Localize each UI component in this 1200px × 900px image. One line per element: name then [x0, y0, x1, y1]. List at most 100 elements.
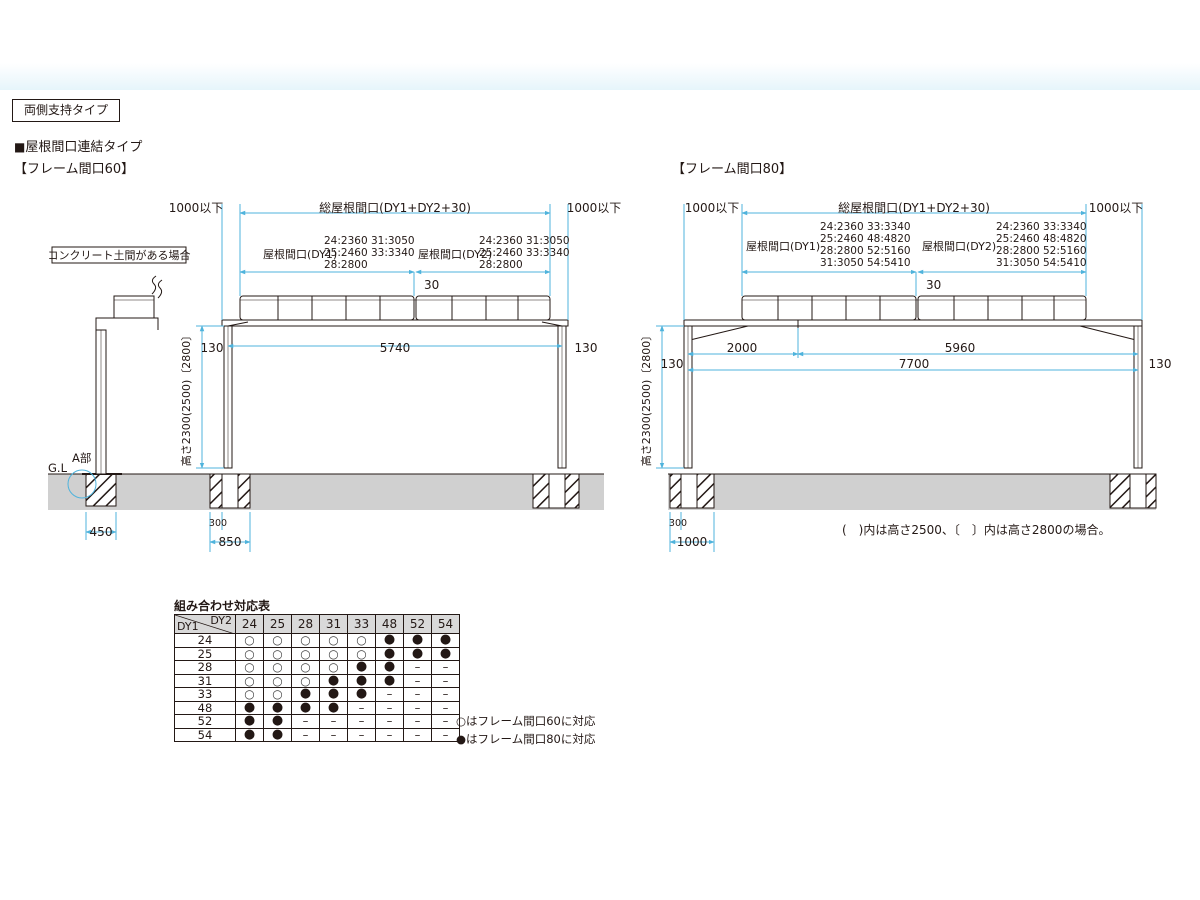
combo-table: DY2 DY1 24 25 28 31 33 48 52 54 24○○○○○●…	[174, 614, 460, 742]
combo-col-header: 54	[431, 614, 460, 634]
combo-corner-dy2: DY2	[210, 614, 232, 627]
frame60-dy1-label: 屋根間口(DY1)	[263, 247, 337, 261]
combo-row: 54●●––––––	[174, 727, 460, 742]
frame80-dy2-label: 屋根間口(DY2)	[922, 239, 996, 253]
frame60-span: 5740	[380, 341, 411, 355]
frame60-dy2-size-2: 25:2460 33:3340	[479, 247, 570, 259]
combo-col-header: 25	[263, 614, 292, 634]
frame60-footing-width: 300	[209, 518, 227, 529]
gl-label: G.L	[48, 461, 68, 475]
combo-cell: ●	[235, 714, 264, 729]
combo-cell: ○	[291, 633, 320, 648]
combo-row-header: 24	[174, 633, 236, 648]
concrete-note: コンクリート土間がある場合	[48, 248, 191, 262]
frame80-dy1-size-2: 25:2460 48:4820	[820, 233, 911, 245]
frame60-heading: 【フレーム間口60】	[14, 162, 135, 177]
combo-row: 28○○○○●●––	[174, 660, 460, 675]
frame80-footing-width: 300	[669, 518, 687, 529]
frame80-post-offset-right: 130	[1149, 357, 1172, 371]
combo-cell: ●	[403, 633, 432, 648]
frame60-dy1-size-2: 25:2460 33:3340	[324, 247, 415, 259]
legend-filled-circle: ●はフレーム間口80に対応	[456, 732, 596, 746]
combo-col-header: 24	[235, 614, 264, 634]
type-tag: 両側支持タイプ	[12, 99, 120, 122]
combo-cell: –	[403, 660, 432, 675]
combo-cell: ●	[235, 727, 264, 742]
combo-cell: ○	[235, 646, 264, 661]
frame80-structure	[669, 295, 1157, 509]
combo-cell: –	[319, 727, 348, 742]
combo-row-header: 52	[174, 714, 236, 729]
combo-row: 31○○○●●●––	[174, 673, 460, 688]
frame80-span: 7700	[899, 357, 930, 371]
combo-corner-dy1: DY1	[177, 620, 199, 633]
combo-cell: ●	[375, 673, 404, 688]
combo-cell: ●	[347, 687, 376, 702]
combo-cell: –	[291, 714, 320, 729]
section-title: ■屋根間口連結タイプ	[14, 136, 142, 155]
combo-cell: ●	[291, 700, 320, 715]
combo-cell: –	[319, 714, 348, 729]
combo-cell: ○	[263, 646, 292, 661]
combo-row-header: 25	[174, 646, 236, 661]
frame80-total-width: 総屋根間口(DY1+DY2+30)	[838, 201, 990, 215]
combo-cell: ○	[347, 633, 376, 648]
combo-col-header: 28	[291, 614, 320, 634]
combo-cell: –	[431, 660, 460, 675]
combo-cell: –	[431, 687, 460, 702]
combo-cell: –	[403, 727, 432, 742]
frame60-dy2-label: 屋根間口(DY2)	[418, 247, 492, 261]
combo-cell: ○	[319, 633, 348, 648]
combo-cell: ●	[431, 646, 460, 661]
frame60-dy2-size-3: 28:2800	[479, 259, 523, 271]
frame80-dy2-size-2: 25:2460 48:4820	[996, 233, 1087, 245]
frame80-mid-post: 2000	[727, 341, 758, 355]
combo-cell: ○	[263, 633, 292, 648]
combo-cell: ●	[403, 646, 432, 661]
combo-body: 24○○○○○●●●25○○○○○●●●28○○○○●●––31○○○●●●––…	[174, 633, 460, 742]
combo-cell: –	[375, 687, 404, 702]
combo-cell: ●	[375, 633, 404, 648]
combo-cell: ○	[291, 646, 320, 661]
frame60-right-overhang: 1000以下	[567, 201, 622, 215]
combo-col-header: 33	[347, 614, 376, 634]
combo-row: 25○○○○○●●●	[174, 646, 460, 661]
combo-cell: –	[347, 727, 376, 742]
combo-row: 52●●––––––	[174, 714, 460, 729]
combo-row: 33○○●●●–––	[174, 687, 460, 702]
frame60-post-offset-left: 130	[201, 341, 224, 355]
frame60-gap: 30	[424, 278, 439, 292]
combo-cell: –	[347, 700, 376, 715]
ground-right	[668, 474, 1156, 510]
combo-cell: –	[403, 673, 432, 688]
frame80-right-span: 5960	[945, 341, 976, 355]
combo-cell: –	[375, 727, 404, 742]
frame80-gap: 30	[926, 278, 941, 292]
frame80-dy2-size-3: 28:2800 52:5160	[996, 245, 1087, 257]
combo-cell: ○	[235, 633, 264, 648]
combo-row: 24○○○○○●●●	[174, 633, 460, 648]
frame80-post-offset-left: 130	[661, 357, 684, 371]
combo-col-header: 31	[319, 614, 348, 634]
frame60-post-offset-right: 130	[575, 341, 598, 355]
frame80-height: 高さ2300(2500)〔2800〕	[639, 330, 653, 467]
combo-cell: ○	[291, 660, 320, 675]
concrete-width: 450	[90, 525, 113, 539]
combo-cell: –	[431, 673, 460, 688]
a-part-label: A部	[72, 451, 91, 465]
frame60-left-overhang: 1000以下	[169, 201, 224, 215]
combo-cell: –	[375, 700, 404, 715]
frame60-dy1-size-3: 28:2800	[324, 259, 368, 271]
combo-col-header: 48	[375, 614, 404, 634]
frame80-dy2-size-1: 24:2360 33:3340	[996, 221, 1087, 233]
ground-left	[48, 474, 604, 510]
combo-cell: ●	[431, 633, 460, 648]
combo-cell: –	[403, 714, 432, 729]
frame80-outer-width: 1000	[677, 535, 708, 549]
combo-cell: ●	[347, 660, 376, 675]
frame60-dimensions	[196, 204, 569, 552]
combo-cell: ○	[263, 687, 292, 702]
combo-cell: –	[347, 714, 376, 729]
section-marker: ■	[14, 140, 26, 154]
combo-cell: ○	[235, 660, 264, 675]
